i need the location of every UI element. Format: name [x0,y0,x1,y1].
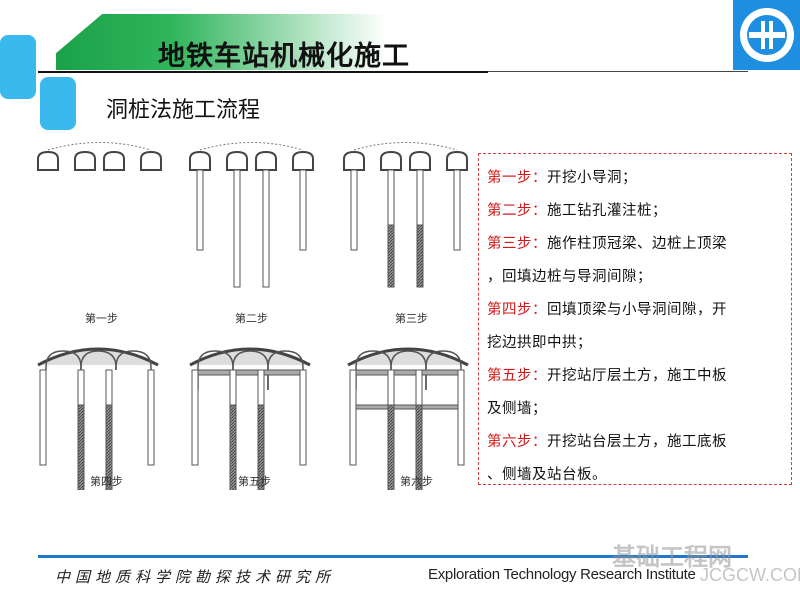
cgs-logo [733,0,800,70]
step-text: 开挖站台层土方，施工底板 [547,434,727,450]
caption-step-6: 第六步 [400,475,433,488]
decor-square-1 [0,35,36,99]
step-line: 、侧墙及站台板。 [487,459,783,492]
pilot-tunnel [189,150,211,171]
arch-span [232,350,269,390]
header-divider-thin [488,71,748,72]
arch-span [45,350,82,370]
arch-span [390,350,427,390]
step-line: ，回填边桩与导洞间隙； [487,261,783,294]
pile [262,169,270,288]
step-line: 第六步：开挖站台层土方，施工底板 [487,426,783,459]
pilot-tunnel [255,150,277,171]
section-subtitle: 洞桩法施工流程 [106,98,261,123]
step-label: 第四步： [487,302,547,318]
caption-step-2: 第二步 [235,312,268,325]
step-line: 第三步：施作柱顶冠梁、边桩上顶梁 [487,228,783,261]
step-line: 挖边拱即中拱； [487,327,783,360]
step-text: 挖边拱即中拱； [487,335,592,351]
caption-step-5: 第五步 [238,475,271,488]
step-line: 第一步：开挖小导洞； [487,162,783,195]
pilot-tunnel [380,150,402,171]
step-text: 及侧墙； [487,401,547,417]
step-line: 及侧墙； [487,393,783,426]
step-label: 第三步： [487,236,547,252]
roof-arch [189,347,311,367]
pilot-tunnel [140,150,162,171]
steps-description-box: 第一步：开挖小导洞；第二步：施工钻孔灌注桩；第三步：施作柱顶冠梁、边桩上顶梁，回… [478,153,792,485]
watermark-en: JCGCW.COM [700,565,800,585]
middle-slab [355,369,462,376]
pile-concrete [229,404,237,496]
step-line: 第四步：回填顶梁与小导洞间隙，开 [487,294,783,327]
pilot-tunnel [226,150,248,171]
step-text: 施工钻孔灌注桩； [547,203,667,219]
arch-span [425,350,462,390]
dashed-arch [353,142,458,151]
pilot-tunnel [409,150,431,171]
caption-step-4: 第四步 [90,475,123,488]
pile [39,369,47,466]
step-text: ，回填边桩与导洞间隙； [487,269,652,285]
pilot-tunnel [446,150,468,171]
pile [299,169,307,251]
globe-icon [739,8,794,62]
pilot-tunnel [103,150,125,171]
pile-concrete [416,224,424,288]
header-divider [38,71,488,73]
pile [349,369,357,466]
construction-diagram: 第一步 第二步 第三步 第四步 第五步 第六步 [30,140,470,496]
step-text: 回填顶梁与小导洞间隙，开 [547,302,727,318]
step-text: 开挖小导洞； [547,170,637,186]
pile [233,169,241,288]
pile [147,369,155,466]
pilot-tunnel [37,150,59,171]
caption-step-3: 第三步 [395,312,428,325]
step-label: 第一步： [487,170,547,186]
roof-arch [37,347,159,367]
arch-span [267,350,304,390]
step-text: 施作柱顶冠梁、边桩上顶梁 [547,236,727,252]
decor-square-2 [40,77,76,130]
arch-span [80,350,117,370]
caption-step-1: 第一步 [85,312,118,325]
step-label: 第六步： [487,434,547,450]
bottom-slab [355,404,462,410]
footer-org-cn: 中国地质科学院勘探技术研究所 [55,568,336,586]
dashed-arch [199,142,304,151]
roof-arch [347,347,469,367]
pile [299,369,307,466]
arch-span [197,350,234,390]
title-banner [56,14,386,70]
step-line: 第二步：施工钻孔灌注桩； [487,195,783,228]
page-title: 地铁车站机械化施工 [158,41,410,72]
step-label: 第二步： [487,203,547,219]
pile [350,169,358,251]
step-text: 、侧墙及站台板。 [487,467,607,483]
dashed-arch [47,142,152,151]
footer-divider [38,555,748,558]
pilot-tunnel [292,150,314,171]
construction-steps-drawing [37,142,469,496]
pile [453,169,461,251]
pile-concrete [387,404,395,496]
pilot-tunnel [343,150,365,171]
pile [196,169,204,251]
pilot-tunnel [74,150,96,171]
arch-span [355,350,392,390]
step-label: 第五步： [487,368,547,384]
pile [191,369,199,466]
pile [457,369,465,466]
step-text: 开挖站厅层土方，施工中板 [547,368,727,384]
pile-concrete [387,224,395,288]
arch-span [115,350,152,370]
footer-org-en: Exploration Technology Research Institut… [428,566,696,583]
step-line: 第五步：开挖站厅层土方，施工中板 [487,360,783,393]
pile-concrete [77,404,85,496]
middle-slab [197,369,304,376]
watermark-cn: 基础工程网 [612,543,732,571]
